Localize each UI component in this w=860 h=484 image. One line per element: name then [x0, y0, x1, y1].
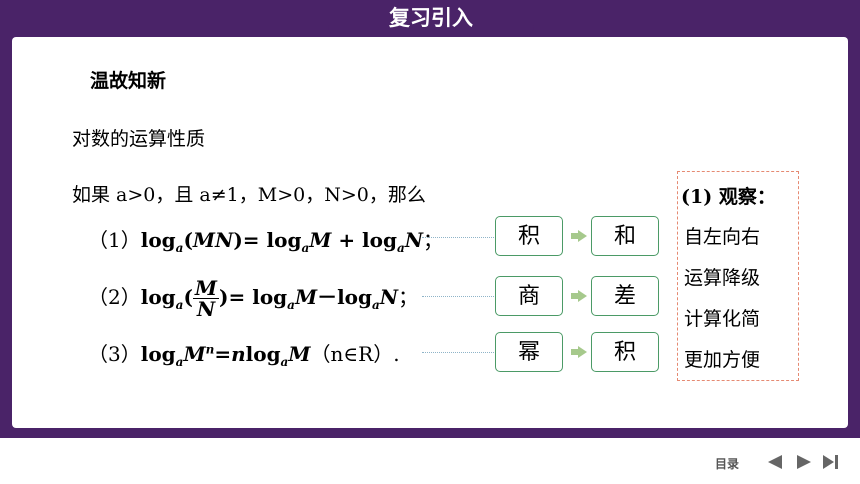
connector-line [422, 237, 494, 238]
observation-line: 计算化简 [684, 308, 761, 330]
map-box-from: 积 [495, 216, 563, 256]
content-panel [12, 37, 848, 428]
formula-1-tail: ； [423, 228, 444, 252]
formula-2-label: （2） [88, 285, 141, 309]
observation-line: 自左向右 [684, 226, 761, 248]
formula-2-tail: ； [398, 285, 419, 309]
arrow-right-icon [571, 346, 587, 358]
connector-line [422, 352, 494, 353]
observation-box [677, 171, 799, 381]
arrow-right-icon [571, 290, 587, 302]
last-slide-bar [835, 455, 838, 469]
last-slide-icon[interactable] [823, 455, 834, 469]
map-box-to: 差 [591, 276, 659, 316]
map-box-to: 积 [591, 332, 659, 372]
formula-1: （1）loga(MN)= logaM + logaN； [88, 228, 444, 255]
map-box-from: 商 [495, 276, 563, 316]
section-heading: 温故知新 [90, 70, 167, 92]
next-slide-icon[interactable] [797, 455, 811, 469]
map-box-to: 和 [591, 216, 659, 256]
arrow-right-icon [571, 230, 587, 242]
formula-3-tail: （n∈R）. [310, 342, 400, 366]
observation-line: 运算降级 [684, 267, 761, 289]
formula-1-label: （1） [88, 228, 141, 252]
observation-line: 更加方便 [684, 349, 761, 371]
connector-line [422, 296, 494, 297]
formula-3: （3）logaMn=nlogaM（n∈R）. [88, 342, 400, 369]
condition-text: 如果 a>0，且 a≠1，M>0，N>0，那么 [72, 184, 426, 206]
prev-slide-icon[interactable] [768, 455, 782, 469]
toc-link[interactable]: 目录 [715, 457, 740, 471]
map-box-from: 幂 [495, 332, 563, 372]
page-title: 复习引入 [328, 0, 534, 37]
observation-title: (1) 观察： [681, 186, 776, 208]
section-subheading: 对数的运算性质 [72, 128, 206, 150]
formula-3-label: （3） [88, 342, 141, 366]
